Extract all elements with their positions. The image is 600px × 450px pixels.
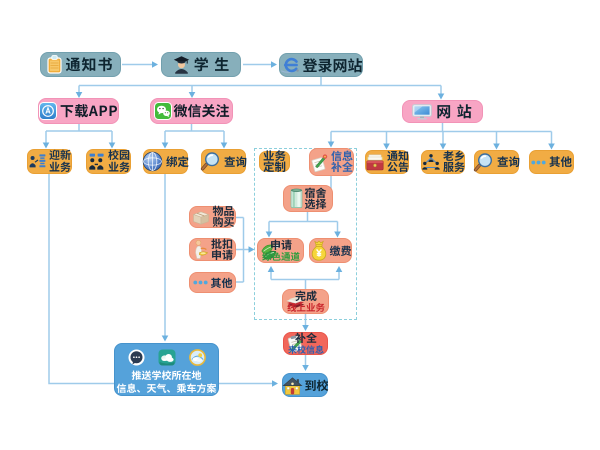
node-label: 其他 (210, 274, 233, 291)
node-wechat-query: 查询 (200, 149, 247, 174)
person-sign-icon (192, 239, 209, 260)
node-finish-online: 完成线上业务 (282, 289, 329, 314)
node-custom-other: 其他 (189, 272, 236, 293)
node-label: 批扣申请 (211, 235, 233, 263)
node-label: 网 站 (436, 101, 473, 122)
node-dorm-choice: 宿舍选择 (283, 185, 333, 212)
node-download-app: 下载APP (38, 98, 119, 124)
push-icons (128, 349, 206, 366)
file-drawer-icon (365, 154, 385, 171)
node-push-info: 推送学校所在地 信息、天气、乘车方案 (114, 343, 219, 396)
clipboard-icon (47, 55, 63, 74)
node-welcome-service: 迎新业务 (27, 149, 72, 174)
node-label: 登录网站 (302, 54, 363, 76)
node-arrival-info: 补全来校信息 (283, 332, 328, 355)
house-icon (281, 376, 303, 395)
node-label: 补全来校信息 (287, 329, 324, 356)
node-label: 查询 (497, 154, 520, 170)
package-icon (191, 209, 211, 225)
wechat-icon (153, 102, 172, 120)
node-label: 缴费 (329, 242, 352, 259)
node-label: 通知书 (65, 54, 114, 75)
node-label: 查询 (224, 153, 247, 170)
leaf-icon (260, 241, 280, 260)
globe-icon (142, 151, 163, 172)
node-label: 老乡服务 (443, 147, 465, 175)
node-label: 下载APP (59, 101, 119, 121)
pen-scroll-icon (310, 153, 329, 172)
appstore-icon (38, 102, 57, 120)
node-goods-purchase: 物品购买 (189, 206, 236, 228)
weather-sun-icon (188, 349, 206, 366)
node-label: 绑定 (166, 153, 189, 170)
node-label: 通知公告 (387, 147, 409, 175)
connector-arrowheads (42, 61, 555, 387)
node-website: 网 站 (402, 100, 483, 123)
node-login-website: 登录网站 (279, 53, 363, 77)
node-payment: 缴费 (309, 238, 352, 263)
node-wechat-follow: 微信关注 (150, 98, 233, 124)
node-label: 申请绿色通道 (261, 236, 300, 263)
magnifier-icon (200, 151, 221, 172)
node-label: 微信关注 (173, 101, 230, 121)
node-label: 业务定制 (263, 148, 286, 175)
ellipsis-dots-icon (531, 160, 546, 165)
node-label: 校园业务 (108, 147, 130, 175)
node-green-channel: 申请绿色通道 (257, 238, 304, 263)
monitor-icon (412, 103, 433, 120)
weather-cloud-icon (158, 349, 176, 366)
graduate-icon (172, 55, 191, 74)
business-custom-region (254, 148, 357, 320)
node-label: 到校 (304, 376, 329, 394)
node-label: 推送学校所在地 信息、天气、乘车方案 (116, 367, 217, 395)
ellipsis-dots-icon (192, 280, 208, 285)
node-label: 信息补全 (331, 148, 353, 175)
node-label: 学 生 (193, 54, 231, 75)
node-notice-board: 通知公告 (365, 150, 409, 174)
node-label: 宿舍选择 (304, 184, 327, 212)
chat-app-icon (128, 349, 145, 366)
node-deduction-apply: 批扣申请 (189, 238, 236, 261)
books-stack-icon (285, 294, 305, 310)
node-campus-service: 校园业务 (86, 149, 131, 174)
node-arrive-school: 到校 (281, 373, 329, 397)
node-label: 物品购买 (212, 203, 235, 230)
magnifier-icon (473, 152, 494, 173)
node-web-other: 其他 (529, 150, 574, 174)
node-label: 其他 (549, 154, 572, 170)
money-bag-icon (310, 240, 328, 261)
node-label: 完成线上业务 (286, 287, 325, 314)
node-label: 迎新业务 (49, 147, 71, 175)
node-notification-letter: 通知书 (40, 52, 121, 77)
node-student: 学 生 (161, 52, 241, 77)
locker-icon (290, 188, 303, 209)
browser-e-icon (280, 57, 301, 74)
node-hometown-service: 老乡服务 (421, 150, 465, 174)
node-business-custom-label: 业务定制 (259, 151, 290, 172)
people-network-icon (421, 153, 441, 171)
node-info-completion: 信息补全 (309, 148, 354, 176)
node-bind: 绑定 (142, 149, 189, 174)
clipboard-pen-icon (286, 334, 305, 353)
node-web-query: 查询 (473, 150, 520, 174)
welcome-people-icon (28, 152, 47, 171)
campus-people-icon (87, 152, 106, 171)
